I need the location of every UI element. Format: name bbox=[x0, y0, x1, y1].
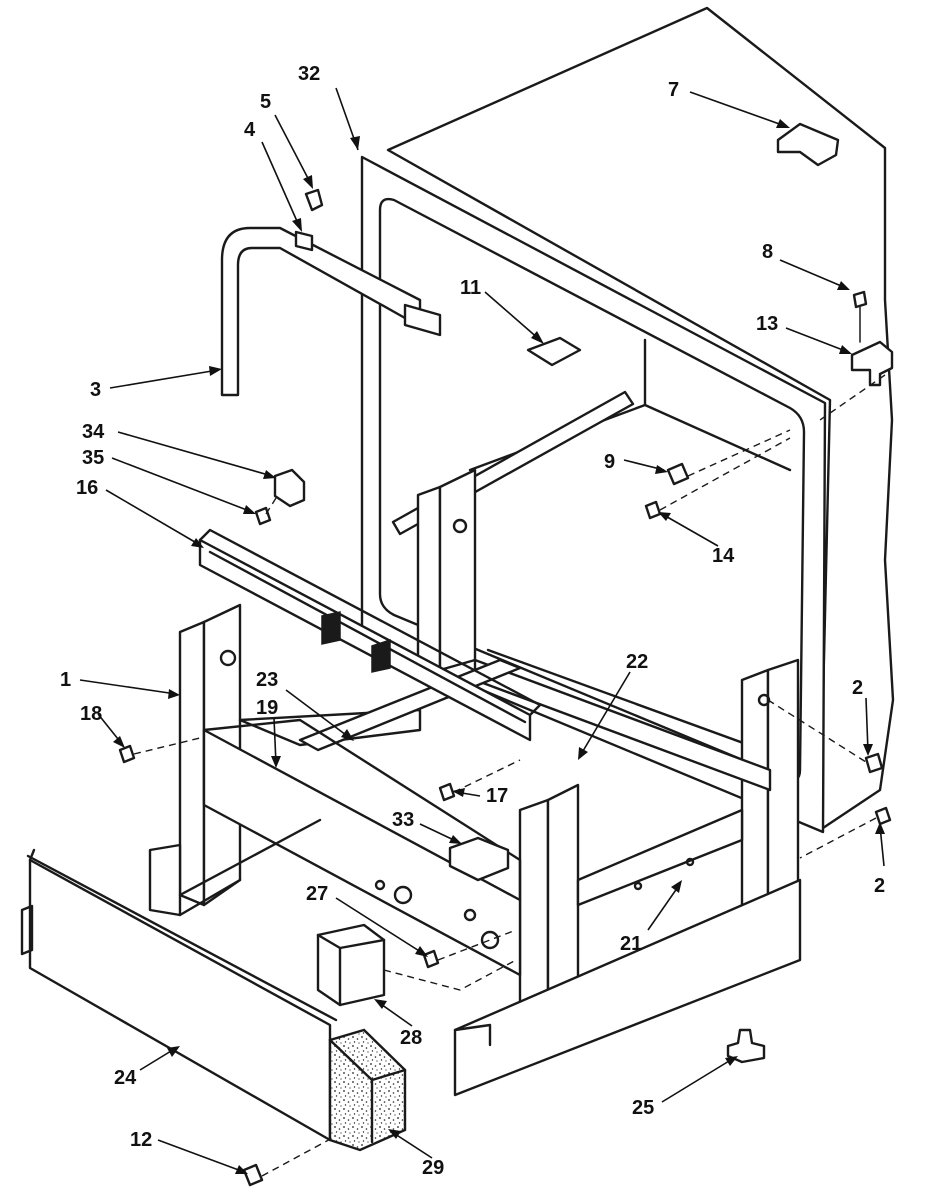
callout-11: 11 bbox=[460, 277, 481, 299]
cross-member-hole bbox=[685, 857, 695, 867]
callout-35: 35 bbox=[82, 447, 104, 469]
callout-12: 12 bbox=[130, 1129, 152, 1151]
small-parts bbox=[118, 122, 894, 1187]
fill-tube bbox=[220, 188, 442, 397]
callout-14: 14 bbox=[712, 545, 735, 567]
screw-8 bbox=[852, 290, 868, 309]
callout-17: 17 bbox=[486, 785, 508, 807]
screw-2-right bbox=[874, 806, 892, 826]
callout-1: 1 bbox=[60, 669, 71, 691]
rail-back-right-inner bbox=[766, 658, 800, 902]
base-pan-corner bbox=[453, 1023, 492, 1047]
top-rail-lip bbox=[198, 528, 542, 724]
base-pan-left-end bbox=[148, 843, 182, 917]
callout-9: 9 bbox=[604, 451, 615, 473]
rail-back-left-inner bbox=[438, 468, 477, 672]
callout-3: 3 bbox=[90, 379, 101, 401]
cross-member-hole bbox=[374, 879, 386, 891]
callout-29: 29 bbox=[422, 1157, 444, 1179]
screw-14 bbox=[644, 500, 662, 520]
callout-23: 19 bbox=[256, 697, 278, 719]
base-pan bbox=[148, 818, 802, 1097]
alignment-lines bbox=[133, 374, 886, 1177]
clip-9 bbox=[666, 462, 690, 486]
base-pan-front bbox=[453, 878, 802, 1097]
cross-member-hole-large bbox=[393, 885, 413, 905]
callout-28: 28 bbox=[400, 1027, 422, 1049]
callout-2: 2 bbox=[874, 875, 885, 897]
bracket-13 bbox=[850, 340, 894, 387]
base-pan-left-rail bbox=[178, 818, 322, 917]
callout-13: 13 bbox=[756, 313, 778, 335]
rail-hole bbox=[452, 518, 468, 534]
bracket-33 bbox=[448, 836, 510, 882]
cross-member-hole-large bbox=[480, 930, 500, 950]
tub-door-opening bbox=[378, 197, 806, 781]
fill-tube-clip bbox=[294, 230, 314, 252]
callout-7: 7 bbox=[668, 79, 679, 101]
clip-11 bbox=[526, 336, 582, 367]
callout-labels: 32 5 4 7 11 8 13 3 34 35 16 9 14 1 18 23… bbox=[60, 63, 885, 1179]
callout-25: 25 bbox=[632, 1097, 654, 1119]
callout-16: 16 bbox=[76, 477, 98, 499]
cross-member-hole bbox=[633, 881, 643, 891]
latch-34 bbox=[273, 468, 306, 508]
kick-plate-slot bbox=[20, 904, 34, 956]
callout-19: 22 bbox=[626, 651, 648, 673]
callout-2: 18 bbox=[80, 703, 102, 725]
front-cross-member-flange bbox=[202, 718, 522, 902]
callout-8: 8 bbox=[762, 241, 773, 263]
top-rail bbox=[198, 528, 542, 742]
callout-22: 2 bbox=[852, 677, 863, 699]
rail-hole bbox=[219, 649, 237, 667]
bracket-7 bbox=[776, 122, 840, 167]
callout-leaders bbox=[79, 87, 885, 1174]
front-cross-member bbox=[202, 728, 522, 977]
callout-5: 5 bbox=[260, 91, 271, 113]
screw-5 bbox=[304, 188, 324, 212]
screw-2-left bbox=[118, 744, 136, 764]
callout-21: 21 bbox=[620, 933, 642, 955]
callout-18: 23 bbox=[256, 669, 278, 691]
insulation-edge bbox=[328, 1038, 407, 1144]
cross-member-right bbox=[576, 808, 744, 907]
callout-4: 4 bbox=[244, 119, 256, 141]
screw-22 bbox=[864, 752, 884, 774]
leveling-leg-25 bbox=[726, 1028, 766, 1064]
relay-28-edge bbox=[316, 933, 386, 1007]
callout-34: 34 bbox=[82, 421, 105, 443]
screw-27 bbox=[422, 949, 440, 969]
rail-front-left bbox=[178, 620, 206, 907]
relay-28-front bbox=[316, 923, 386, 1007]
top-rail-clamp bbox=[321, 611, 391, 673]
screw-12 bbox=[242, 1163, 264, 1187]
cross-member-hole bbox=[463, 908, 477, 922]
vertical-rails bbox=[178, 468, 800, 1037]
callout-33: 33 bbox=[392, 809, 414, 831]
callout-24: 24 bbox=[114, 1067, 137, 1089]
callout-27: 27 bbox=[306, 883, 328, 905]
callout-32: 32 bbox=[298, 63, 320, 85]
screw-17 bbox=[438, 782, 456, 802]
kick-plate-top-edge bbox=[26, 848, 338, 1022]
fill-tube-end bbox=[403, 303, 442, 337]
